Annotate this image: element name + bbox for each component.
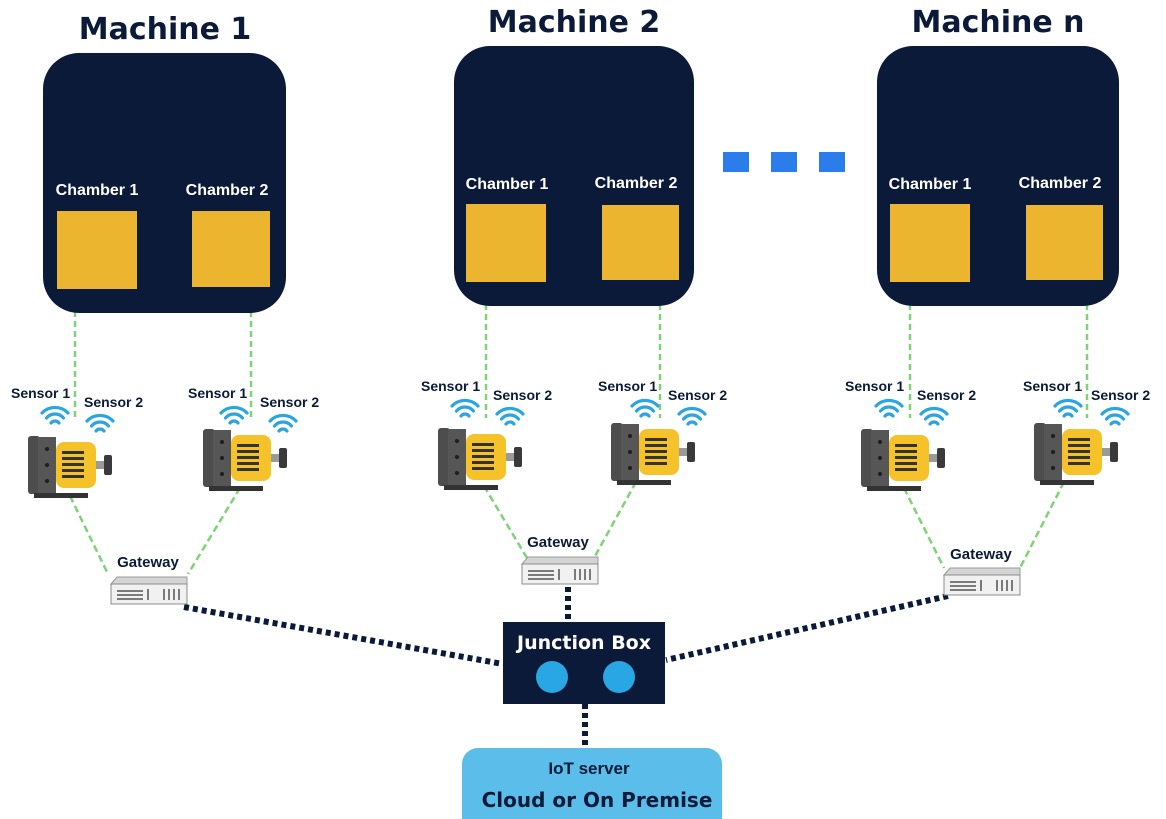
link-m1-motor2-gw [186, 487, 242, 575]
link-mn-motor2-gw [1018, 481, 1066, 569]
link-gw1-junction [183, 604, 504, 667]
sensor-label: Sensor 1 [421, 378, 480, 394]
chamber-label: Chamber 2 [186, 182, 269, 199]
motor-icon [1034, 423, 1118, 485]
sensor-label: Sensor 1 [598, 378, 657, 394]
junction-port [603, 661, 635, 693]
junction-port [536, 661, 568, 693]
link-mn-motor1-gw [902, 487, 946, 569]
sensor-label: Sensor 1 [11, 385, 70, 401]
server-label: IoT server [548, 759, 630, 778]
gateway-device-icon [110, 576, 188, 605]
gateway-label: Gateway [950, 546, 1012, 563]
link-gwn-junction [665, 593, 949, 663]
chamber-label: Chamber 1 [889, 176, 972, 193]
sensor-label: Sensor 2 [493, 387, 552, 403]
motor-icon [861, 429, 945, 491]
wifi-icon [495, 406, 525, 426]
motor-icon [28, 436, 112, 498]
iot-server: IoT server Cloud or On Premise [462, 748, 722, 819]
sensor-label: Sensor 2 [84, 394, 143, 410]
sensor-label: Sensor 1 [845, 378, 904, 394]
wifi-icon [1100, 406, 1130, 426]
link-m2-motor1-gw [482, 485, 529, 559]
link-m1-motor1-gw [68, 495, 110, 575]
wifi-icon [450, 398, 480, 418]
wifi-icon [268, 413, 298, 433]
chamber-1 [466, 204, 546, 282]
machine-title: Machine 2 [488, 5, 661, 40]
chamber-label: Chamber 1 [466, 176, 549, 193]
wifi-icon [919, 406, 949, 426]
chamber-1 [57, 211, 137, 289]
chamber-1 [890, 204, 970, 282]
link-m2-motor2-gw [592, 481, 638, 559]
gateway-label: Gateway [117, 554, 179, 571]
chamber-label: Chamber 2 [595, 175, 678, 192]
wifi-icon [630, 398, 660, 418]
machine-2: Machine 2 Chamber 1 Chamber 2 Sensor 1 S… [421, 5, 727, 585]
junction-box-label: Junction Box [515, 632, 651, 654]
motor-icon [203, 429, 287, 491]
chamber-2 [192, 211, 270, 287]
chamber-label: Chamber 2 [1019, 175, 1102, 192]
motor-icon [611, 423, 695, 485]
ellipsis-squares-icon [723, 152, 845, 172]
sensor-label: Sensor 2 [1091, 387, 1150, 403]
gateway-label: Gateway [527, 534, 589, 551]
wifi-icon [1053, 398, 1083, 418]
wifi-icon [219, 405, 249, 425]
chamber-2 [602, 205, 679, 280]
sensor-label: Sensor 2 [668, 387, 727, 403]
wifi-icon [40, 405, 70, 425]
junction-box: Junction Box [503, 622, 665, 704]
machine-1: Machine 1 Chamber 1 Chamber 2 Sensor 1 S… [11, 12, 319, 605]
chamber-2 [1026, 205, 1103, 280]
sensor-label: Sensor 1 [1023, 378, 1082, 394]
sensor-label: Sensor 2 [917, 387, 976, 403]
wifi-icon [677, 406, 707, 426]
wifi-icon [874, 398, 904, 418]
gateway-device-icon [521, 556, 599, 585]
machine-title: Machine 1 [79, 12, 252, 47]
wifi-icon [85, 413, 115, 433]
server-sublabel: Cloud or On Premise [482, 788, 713, 812]
chamber-label: Chamber 1 [56, 182, 139, 199]
machine-title: Machine n [911, 5, 1084, 40]
motor-gateway-links [68, 481, 1066, 575]
gateway-device-icon [943, 567, 1021, 596]
sensor-label: Sensor 1 [188, 385, 247, 401]
motor-icon [438, 428, 522, 490]
machine-n: Machine n Chamber 1 Chamber 2 Sensor 1 S… [845, 5, 1150, 596]
network-links [183, 587, 949, 748]
sensor-label: Sensor 2 [260, 394, 319, 410]
